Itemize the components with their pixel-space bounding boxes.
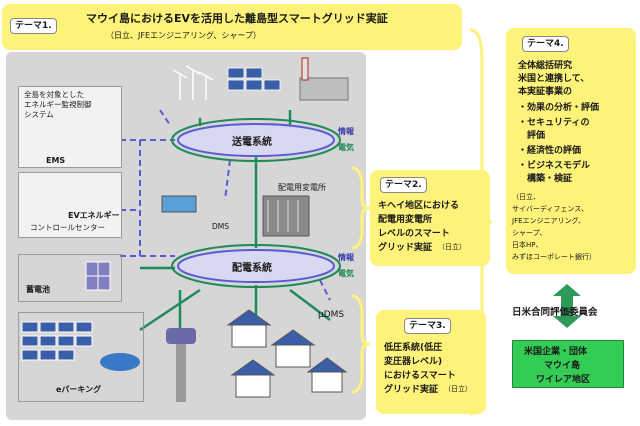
us-partners-box bbox=[512, 340, 624, 388]
partners-line1: 米国企業・団体 bbox=[524, 347, 588, 357]
theme4-bullet5: ・ビジネスモデル bbox=[518, 161, 591, 171]
theme3-company: （日立） bbox=[444, 385, 472, 393]
monitoring-line1: 全島を対象とした bbox=[24, 90, 84, 99]
partners-line2: マウイ島 bbox=[544, 361, 581, 371]
ev-control-center-box bbox=[18, 172, 122, 238]
theme4-company2: サイバーディフェンス、 bbox=[512, 205, 589, 213]
ev-center-line1: EVエネルギー bbox=[68, 211, 120, 220]
theme1-title: マウイ島におけるEVを活用した離島型スマートグリッド実証 bbox=[86, 12, 388, 25]
theme4-bullet4: ・経済性の評価 bbox=[518, 146, 582, 156]
battery-box bbox=[18, 254, 122, 302]
theme4-line1: 全体総括研究 bbox=[518, 61, 573, 71]
distribution-label: 配電系統 bbox=[232, 263, 272, 274]
theme2-line4: グリッド実証 bbox=[378, 243, 433, 253]
theme4-bullet3: 評価 bbox=[518, 131, 546, 141]
theme4-company5: 日本HP、 bbox=[512, 241, 543, 249]
theme4-bullet6: 構築・検証 bbox=[518, 174, 573, 184]
theme4-company3: JFEエンジニアリング、 bbox=[512, 217, 586, 225]
info-label-top: 情報 bbox=[338, 127, 354, 136]
theme4-bullet2: ・セキュリティの bbox=[518, 118, 590, 128]
theme3-tag: テーマ3. bbox=[404, 318, 451, 334]
battery-label: 蓄電池 bbox=[26, 285, 50, 294]
monitoring-system-box bbox=[18, 86, 122, 168]
theme4-company6: みずほコーポレート銀行） bbox=[512, 253, 596, 261]
theme4-tag: テーマ4. bbox=[522, 36, 569, 52]
theme2-line2: 配電用変電所 bbox=[378, 215, 433, 225]
monitoring-line2: エネルギー監視制御 bbox=[24, 100, 92, 109]
theme1-companies: （日立、JFEエンジニアリング、シャープ） bbox=[106, 31, 261, 40]
theme4-box bbox=[506, 28, 636, 274]
ev-center-line2: コントロールセンター bbox=[30, 223, 105, 232]
eparking-box bbox=[18, 312, 144, 402]
transmission-label: 送電系統 bbox=[232, 137, 272, 148]
info-label-bottom: 情報 bbox=[338, 253, 354, 262]
partners-line3: ワイレア地区 bbox=[536, 375, 591, 385]
power-label-top: 電気 bbox=[338, 143, 354, 152]
monitoring-line3: システム bbox=[24, 110, 54, 119]
dms-label: DMS bbox=[212, 222, 230, 231]
theme4-line3: 本実証事業の bbox=[518, 87, 573, 97]
theme4-company1: （日立、 bbox=[512, 193, 540, 201]
mu-dms-label: μDMS bbox=[318, 310, 345, 320]
theme3-line4: グリッド実証 bbox=[384, 385, 439, 395]
theme4-bullet1: ・効果の分析・評価 bbox=[518, 103, 600, 113]
theme1-banner bbox=[2, 4, 462, 50]
theme2-company: （日立） bbox=[438, 243, 466, 251]
ems-label: EMS bbox=[46, 156, 66, 165]
power-label-bottom: 電気 bbox=[338, 269, 354, 278]
theme2-tag: テーマ2. bbox=[380, 177, 427, 193]
committee-label: 日米合同評価委員会 bbox=[512, 307, 598, 318]
theme3-line1: 低圧系統(低圧 bbox=[384, 343, 443, 353]
theme2-line1: キヘイ地区における bbox=[378, 201, 460, 211]
eparking-label: eパーキング bbox=[56, 385, 102, 394]
theme3-line3: におけるスマート bbox=[384, 371, 456, 381]
theme3-line2: 変圧器レベル) bbox=[384, 357, 443, 367]
theme1-tag: テーマ1. bbox=[10, 18, 57, 34]
theme4-line2: 米国と連携して、 bbox=[518, 74, 590, 84]
theme2-line3: レベルのスマート bbox=[378, 229, 450, 239]
substation-label: 配電用変電所 bbox=[278, 183, 326, 192]
theme4-company4: シャープ、 bbox=[512, 229, 547, 237]
